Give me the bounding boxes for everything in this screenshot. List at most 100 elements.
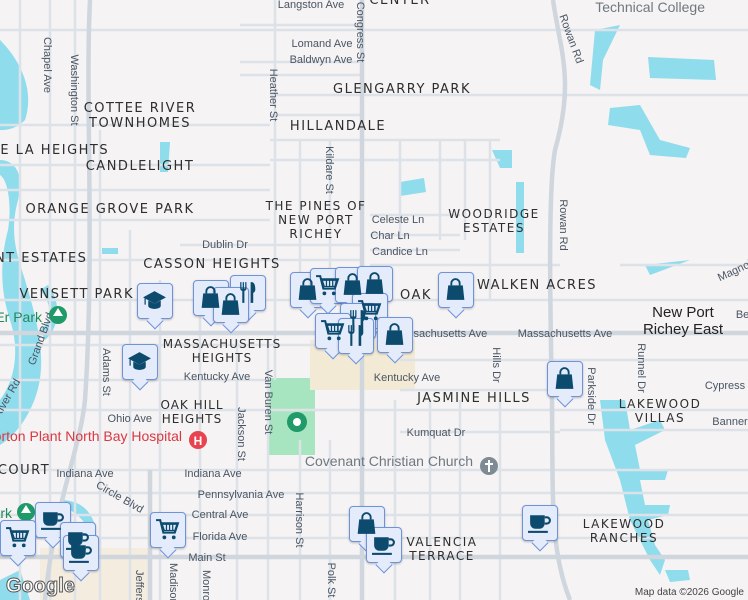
svg-text:Madison St: Madison St <box>167 563 179 600</box>
svg-text:Morton Plant North Bay Hospita: Morton Plant North Bay Hospital <box>0 428 182 444</box>
svg-text:Hills Dr: Hills Dr <box>490 347 502 383</box>
label-hillandale: HILLANDALE <box>290 119 386 134</box>
svg-text:Monroe St: Monroe St <box>200 570 212 600</box>
marker-shopping-cart[interactable] <box>0 520 36 556</box>
svg-text:Parkside Dr: Parkside Dr <box>585 367 597 425</box>
marker-shopping-cart[interactable] <box>150 512 186 548</box>
svg-text:Indiana Ave: Indiana Ave <box>184 468 241 480</box>
svg-text:Bell: Bell <box>736 309 748 321</box>
svg-text:Technical College: Technical College <box>595 0 705 15</box>
svg-text:Main St: Main St <box>188 552 225 564</box>
shopping-cart-icon <box>320 318 345 343</box>
svg-text:Congress St: Congress St <box>354 2 366 63</box>
svg-text:Er Park: Er Park <box>0 309 43 325</box>
shopping-cart-icon <box>5 525 30 550</box>
google-logo: Google <box>6 575 76 598</box>
shopping-bag-icon <box>382 322 407 347</box>
svg-text:Cypress: Cypress <box>705 380 746 392</box>
label-center: CENTER <box>369 0 430 8</box>
svg-text:Covenant Christian Church: Covenant Christian Church <box>305 453 473 469</box>
svg-text:Runnel Dr: Runnel Dr <box>635 343 647 393</box>
svg-text:Banner: Banner <box>712 416 748 428</box>
svg-text:Jackson St: Jackson St <box>235 407 247 461</box>
label-lakewood-ranches: LAKEWOOD RANCHES <box>582 517 666 545</box>
marker-shopping-bag[interactable] <box>547 361 583 397</box>
shopping-cart-icon <box>315 273 340 298</box>
neighborhood-labels: CANDLELIGHT ORANGE GROVE PARK GLENGARRY … <box>0 0 597 478</box>
coffee-icon <box>40 507 65 532</box>
svg-text:Dublin Dr: Dublin Dr <box>202 239 248 251</box>
graduation-cap-icon <box>127 349 152 374</box>
poi-park-2[interactable]: Park <box>0 503 35 521</box>
label-glengarry: GLENGARRY PARK <box>333 82 471 97</box>
svg-text:Jefferson St: Jefferson St <box>133 570 145 600</box>
marker-graduation-cap[interactable] <box>122 344 158 380</box>
svg-text:Char Ln: Char Ln <box>370 230 409 242</box>
label-walken-acres: WALKEN ACRES <box>477 278 597 293</box>
svg-text:Langston Ave: Langston Ave <box>278 0 344 11</box>
svg-text:Central Ave: Central Ave <box>192 509 249 521</box>
label-oak: OAK <box>400 288 432 303</box>
svg-text:Celeste Ln: Celeste Ln <box>372 214 425 226</box>
svg-text:Pennsylvania Ave: Pennsylvania Ave <box>198 489 285 501</box>
svg-text:Massachusetts Ave: Massachusetts Ave <box>393 328 488 340</box>
poi-er-park[interactable]: Er Park <box>0 306 67 325</box>
poi-college[interactable]: Technical College <box>595 0 705 15</box>
coffee-icon <box>527 510 552 535</box>
svg-text:Chapel Ave: Chapel Ave <box>41 37 53 93</box>
svg-text:Massachusetts Ave: Massachusetts Ave <box>518 328 613 340</box>
marker-restaurant[interactable] <box>338 318 374 354</box>
shopping-bag-icon <box>443 277 468 302</box>
svg-text:Kildare St: Kildare St <box>323 146 335 194</box>
svg-text:Circle Blvd: Circle Blvd <box>94 479 146 516</box>
poi-park[interactable] <box>287 412 307 432</box>
marker-shopping-bag[interactable] <box>377 317 413 353</box>
svg-text:Harrison St: Harrison St <box>293 492 305 547</box>
hospital-icon <box>189 431 207 449</box>
svg-text:Adams St: Adams St <box>100 348 112 396</box>
label-woodridge: WOODRIDGE ESTATES <box>448 207 540 235</box>
restaurant-icon <box>343 323 368 348</box>
poi-church[interactable]: Covenant Christian Church <box>305 453 498 475</box>
label-valencia-terrace: VALENCIA TERRACE <box>406 535 478 563</box>
label-lakewood-villas: LAKEWOOD VILLAS <box>618 397 702 425</box>
marker-coffee[interactable] <box>63 535 99 571</box>
svg-text:Rowan Rd: Rowan Rd <box>557 199 569 250</box>
svg-text:Heather St: Heather St <box>267 69 279 122</box>
svg-text:H: H <box>194 434 203 448</box>
svg-text:Park: Park <box>0 505 13 521</box>
marker-shopping-bag[interactable] <box>438 272 474 308</box>
svg-text:Baldwyn Ave: Baldwyn Ave <box>290 54 353 66</box>
label-orange-grove-park: ORANGE GROVE PARK <box>25 202 194 217</box>
label-casson-heights: CASSON HEIGHTS <box>143 257 280 272</box>
svg-text:Van Buren St: Van Buren St <box>262 370 274 435</box>
marker-coffee[interactable] <box>366 527 402 563</box>
marker-coffee[interactable] <box>522 505 558 541</box>
coffee-icon <box>371 532 396 557</box>
label-town: New Port Richey East <box>642 304 724 338</box>
svg-text:Ohio Ave: Ohio Ave <box>108 413 152 425</box>
map-attribution[interactable]: Map data ©2026 Google <box>630 585 748 600</box>
marker-graduation-cap[interactable] <box>137 283 173 319</box>
shopping-bag-icon <box>218 292 243 317</box>
water-bodies <box>0 25 716 600</box>
label-cottee-river: COTTEE RIVER TOWNHOMES <box>83 101 197 131</box>
svg-text:Indiana Ave: Indiana Ave <box>56 468 113 480</box>
label-point-estates: POINT ESTATES <box>0 251 87 266</box>
label-pines: THE PINES OF NEW PORT RICHEY <box>265 199 367 241</box>
svg-text:Kentucky Ave: Kentucky Ave <box>374 372 440 384</box>
label-la-heights: TE LA HEIGHTS <box>0 143 109 158</box>
label-oak-hill-heights: OAK HILL HEIGHTS <box>160 398 224 426</box>
svg-text:Kumquat Dr: Kumquat Dr <box>407 427 466 439</box>
shopping-cart-icon <box>155 517 180 542</box>
svg-text:Magnolia: Magnolia <box>716 254 748 284</box>
poi-hospital[interactable]: Morton Plant North Bay Hospital H <box>0 428 207 449</box>
label-vensett-park: VENSETT PARK <box>19 287 134 302</box>
label-court: COURT <box>0 463 50 478</box>
label-massachusetts-heights: MASSACHUSETTS HEIGHTS <box>162 337 282 365</box>
graduation-cap-icon <box>142 288 167 313</box>
shopping-bag-icon <box>362 271 387 296</box>
svg-text:Kentucky Ave: Kentucky Ave <box>184 371 250 383</box>
label-jasmine-hills: JASMINE HILLS <box>416 391 531 406</box>
svg-text:Candice Ln: Candice Ln <box>372 246 428 258</box>
